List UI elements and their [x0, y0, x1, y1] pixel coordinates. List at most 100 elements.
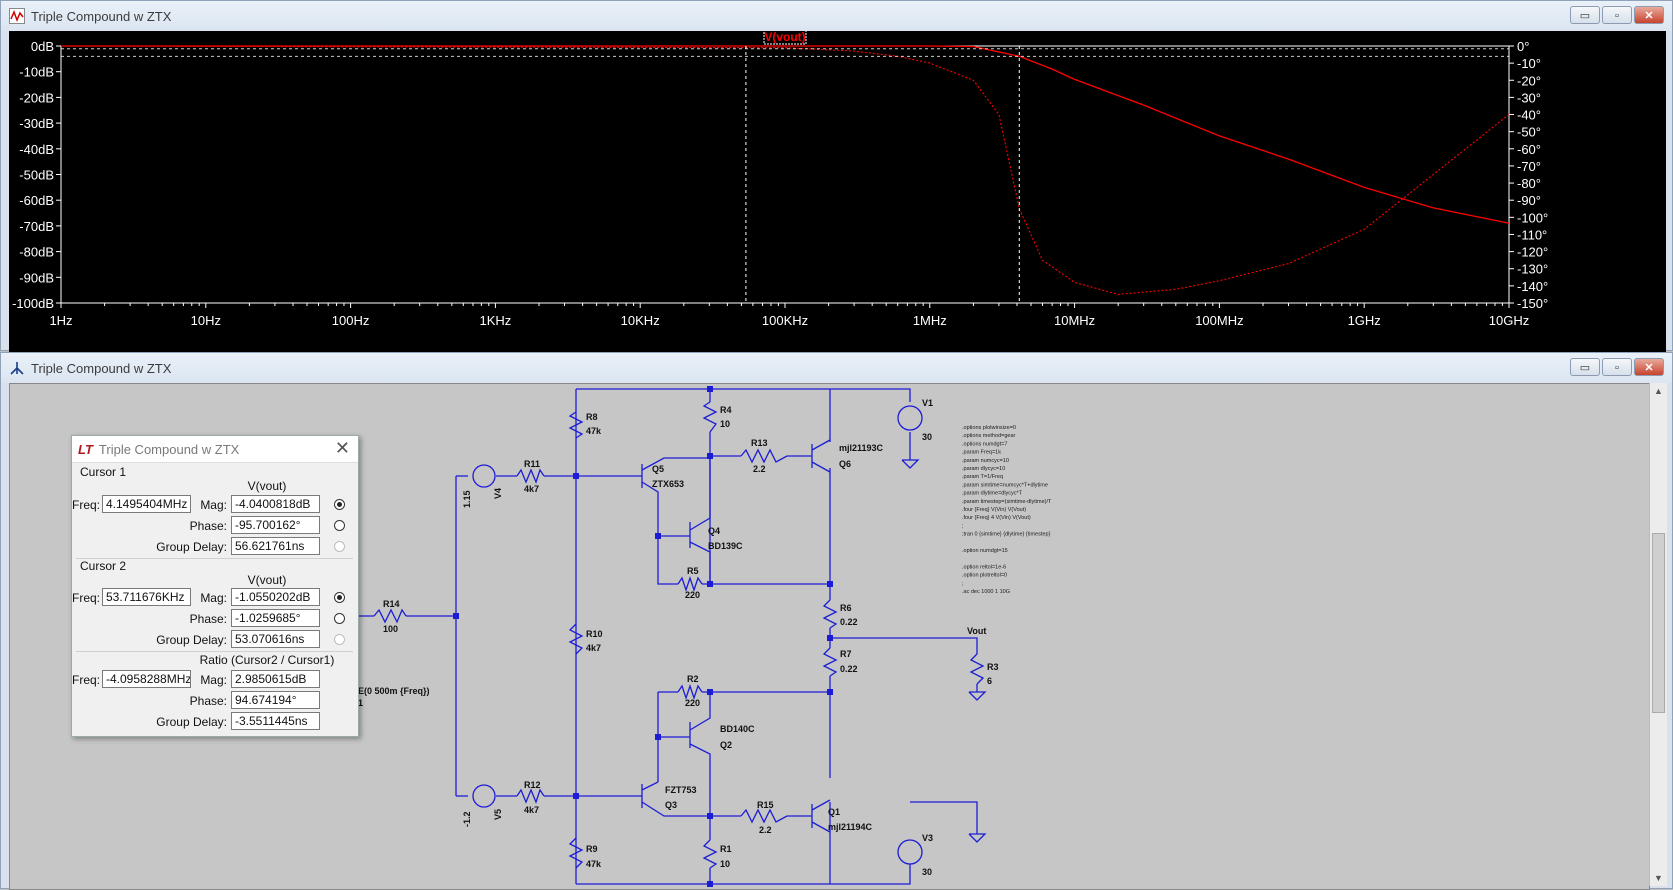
- db-tick-label: -10dB: [19, 65, 54, 80]
- phase-tick-label: -110°: [1517, 227, 1547, 242]
- ratio-header: Ratio (Cursor2 / Cursor1): [199, 653, 335, 667]
- cursor2-trace: V(vout): [247, 573, 287, 587]
- db-tick-label: -50dB: [19, 168, 54, 183]
- label-vout: Vout: [967, 626, 986, 636]
- label-r3-value: 6: [987, 676, 992, 686]
- waveform-titlebar: Triple Compound w ZTX ▭ ▫ ✕: [1, 1, 1672, 31]
- label-q2-model: BD140C: [720, 724, 755, 734]
- cursor2-mag-radio[interactable]: [334, 592, 345, 603]
- cursor2-group-delay-field[interactable]: 53.070616ns: [231, 630, 320, 648]
- cursor1-group-delay-label: Group Delay:: [156, 540, 227, 554]
- db-tick-label: -30dB: [19, 116, 54, 131]
- schematic-vertical-scrollbar[interactable]: ▲ ▼: [1649, 383, 1667, 886]
- cursor2-divider: [76, 558, 353, 559]
- ratio-freq-field[interactable]: -4.0958288MHz: [102, 670, 191, 688]
- label-r5-value: 220: [685, 590, 700, 600]
- freq-tick-label: 1GHz: [1348, 313, 1381, 328]
- cursor1-group-delay-field[interactable]: 56.621761ns: [231, 537, 320, 555]
- schematic-app-icon: [10, 362, 24, 375]
- label-r7: R7: [840, 649, 852, 659]
- phase-tick-label: -130°: [1517, 262, 1548, 277]
- ratio-mag-field[interactable]: 2.9850615dB: [231, 670, 320, 688]
- phase-tick-label: -20°: [1517, 73, 1541, 88]
- label-q4-model: BD139C: [708, 541, 743, 551]
- spice-directive-line: .ac dec 1000 1 10G: [962, 589, 1010, 595]
- bode-plot-svg[interactable]: 0dB-10dB-20dB-30dB-40dB-50dB-60dB-70dB-8…: [9, 29, 1666, 352]
- cursor1-phase-field[interactable]: -95.700162°: [231, 516, 320, 534]
- cursor1-phase-radio[interactable]: [334, 520, 345, 531]
- label-r10: R10: [586, 629, 603, 639]
- spice-directive-line: .option numdgt=15: [962, 548, 1008, 554]
- freq-tick-label: 10MHz: [1054, 313, 1095, 328]
- minimize-button[interactable]: ▭: [1570, 6, 1600, 24]
- spice-directive-line: ;: [962, 523, 964, 529]
- waveform-plot[interactable]: 0dB-10dB-20dB-30dB-40dB-50dB-60dB-70dB-8…: [9, 29, 1666, 352]
- label-r2-value: 220: [685, 698, 700, 708]
- restore-button[interactable]: ▫: [1602, 358, 1632, 376]
- plot-frame: [60, 45, 1510, 304]
- cursor2-phase-radio[interactable]: [334, 613, 345, 624]
- phase-tick-label: -40°: [1517, 108, 1541, 123]
- cursor2-mag-field[interactable]: -1.0550202dB: [231, 588, 320, 606]
- scrollbar-thumb[interactable]: [1652, 533, 1665, 713]
- label-r2: R2: [687, 674, 699, 684]
- cursor-dialog-titlebar: LT Triple Compound w ZTX ✕: [72, 436, 358, 463]
- label-r5: R5: [687, 566, 699, 576]
- cursor2-freq-field[interactable]: 53.711676KHz: [102, 588, 191, 606]
- spice-directive-line: .options method=gear: [962, 433, 1016, 439]
- scroll-down-arrow-icon[interactable]: ▼: [1654, 873, 1663, 883]
- phase-tick-label: -140°: [1517, 279, 1548, 294]
- label-r6-value: 0.22: [840, 617, 858, 627]
- spice-directive-line: .options plotwinsize=0: [962, 425, 1016, 431]
- label-q5-model: ZTX653: [652, 479, 684, 489]
- freq-tick-label: 100KHz: [762, 313, 808, 328]
- label-q6: Q6: [839, 459, 851, 469]
- waveform-app-icon: [9, 8, 25, 24]
- ltspice-logo-icon: LT: [78, 441, 93, 457]
- label-r15: R15: [757, 800, 774, 810]
- cursor2-header: Cursor 2: [80, 559, 127, 573]
- spice-directive-line: .param simtime=numcyc*T+dlytime: [962, 482, 1048, 488]
- phase-tick-label: -120°: [1517, 245, 1548, 260]
- label-r3: R3: [987, 662, 999, 672]
- cursor2-freq-label: Freq:: [72, 591, 101, 605]
- label-r14-value: 100: [383, 624, 398, 634]
- phase-tick-label: -50°: [1517, 125, 1541, 140]
- label-v4: V4: [493, 488, 503, 499]
- ratio-group-delay-field[interactable]: -3.5511445ns: [231, 712, 320, 730]
- cursor2-phase-field[interactable]: -1.0259685°: [231, 609, 320, 627]
- ratio-phase-field[interactable]: 94.674194°: [231, 691, 320, 709]
- spice-directive-line: .param timestep=(simtime-dlytime)/T: [962, 499, 1052, 505]
- cursor1-phase-label: Phase:: [189, 519, 227, 533]
- cursor1-trace: V(vout): [247, 479, 287, 493]
- phase-tick-label: -70°: [1517, 159, 1541, 174]
- ratio-divider: [76, 651, 353, 652]
- cursor1-group-delay-radio: [334, 541, 345, 552]
- label-r13: R13: [751, 438, 768, 448]
- spice-directive-line: .option reltol=1e-6: [962, 564, 1006, 570]
- minimize-button[interactable]: ▭: [1570, 358, 1600, 376]
- spice-directive-line: .param T=1/Freq: [962, 474, 1003, 480]
- label-v3: V3: [922, 833, 933, 843]
- freq-tick-label: 10GHz: [1489, 313, 1529, 328]
- spice-directive-line: .param dlytime=dlycyc*T: [962, 491, 1023, 497]
- resistors: [373, 401, 987, 869]
- close-button[interactable]: ✕: [1634, 6, 1664, 24]
- phase-tick-label: -60°: [1517, 142, 1541, 157]
- schematic-svg[interactable]: R8 47k R4 10 R13 2.2 mjl21193C Q6 V1 30 …: [10, 384, 1650, 890]
- close-button[interactable]: ✕: [1634, 358, 1664, 376]
- label-v5: V5: [493, 809, 503, 820]
- label-r15-value: 2.2: [759, 825, 772, 835]
- phase-tick-label: -10°: [1517, 56, 1541, 71]
- cursor1-mag-radio[interactable]: [334, 499, 345, 510]
- spice-directive-line: .four {Freq} 4 V(Vin) V(Vout): [962, 515, 1031, 521]
- scroll-up-arrow-icon[interactable]: ▲: [1654, 386, 1663, 396]
- label-v5-value: -1.2: [462, 811, 472, 827]
- freq-tick-label: 1Hz: [49, 313, 72, 328]
- restore-button[interactable]: ▫: [1602, 6, 1632, 24]
- cursor1-freq-field[interactable]: 4.1495404MHz: [102, 495, 191, 513]
- cursor1-mag-field[interactable]: -4.0400818dB: [231, 495, 320, 513]
- label-r4: R4: [720, 405, 732, 415]
- phase-tick-label: -30°: [1517, 90, 1541, 105]
- close-icon[interactable]: ✕: [334, 438, 350, 458]
